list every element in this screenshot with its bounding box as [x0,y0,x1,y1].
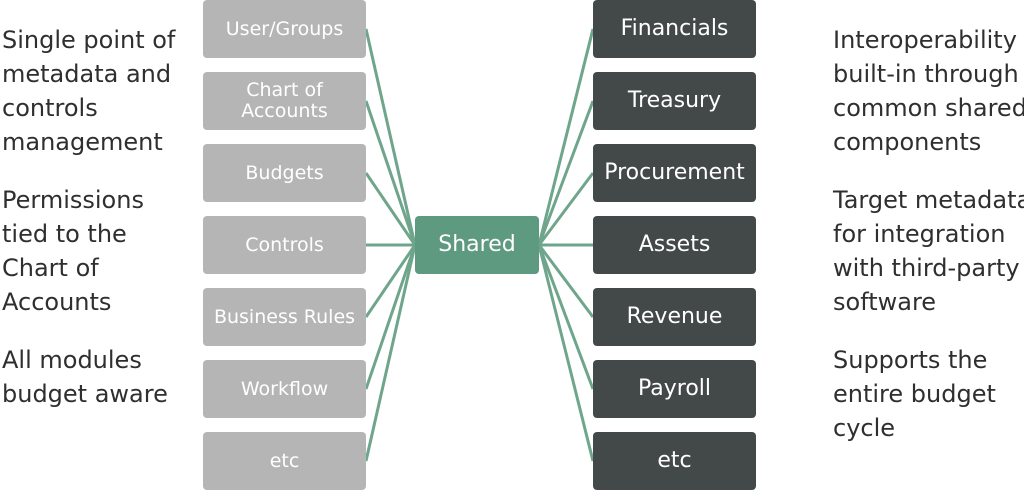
module-box-user-groups: User/Groups [203,0,366,58]
module-box-assets: Assets [593,216,756,274]
module-box-treasury: Treasury [593,72,756,130]
module-box-business-rules: Business Rules [203,288,366,346]
connector-line [537,28,595,246]
connector-line [364,172,417,246]
connector-line [364,244,417,318]
connector-line [537,244,595,318]
connector-line [364,28,417,246]
module-box-workflow: Workflow [203,360,366,418]
module-box-etc-right: etc [593,432,756,490]
connector-line [364,100,417,246]
connector-line [537,100,595,246]
right-note-target-metadata: Target metadata for integration with thi… [833,186,1024,316]
module-box-chart-of-accounts: Chart of Accounts [203,72,366,130]
right-note-interoperability: Interoperability built-in through common… [833,26,1024,156]
left-note-permissions: Permissions tied to the Chart of Account… [2,186,144,316]
left-note-budget-aware: All modules budget aware [2,346,168,408]
module-box-financials: Financials [593,0,756,58]
module-box-procurement: Procurement [593,144,756,202]
left-note-metadata: Single point of metadata and controls ma… [2,26,176,156]
module-box-controls: Controls [203,216,366,274]
connector-line [537,244,595,390]
connector-line [364,244,417,390]
connector-line [537,244,595,462]
module-box-payroll: Payroll [593,360,756,418]
connector-line [537,172,595,246]
module-box-budgets: Budgets [203,144,366,202]
right-note-budget-cycle: Supports the entire budget cycle [833,346,996,442]
module-box-revenue: Revenue [593,288,756,346]
module-box-etc-left: etc [203,432,366,490]
shared-hub-box: Shared [415,216,539,274]
connector-line [364,244,417,462]
